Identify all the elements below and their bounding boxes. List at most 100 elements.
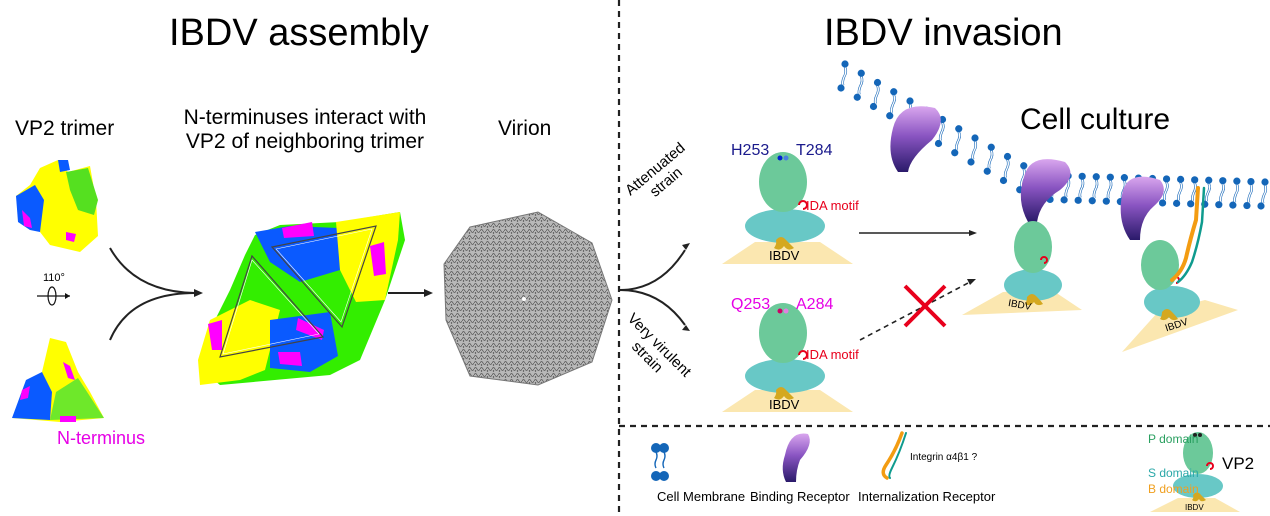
lipid-head [1020,162,1028,170]
lipid-tail [890,94,896,113]
virion-label: Virion [498,117,552,140]
lipid-head [1187,200,1195,208]
lipid-head [1261,178,1269,186]
attenuated-ibdv-label: IBDV [769,248,800,263]
lipid-head [886,112,894,120]
integrin-internalization-receptor [1170,186,1206,284]
lipid-head [1003,152,1012,161]
lipid-tail [873,85,880,104]
legend-binding-receptor-label: Binding Receptor [750,489,850,504]
assembly-title: IBDV assembly [169,12,429,54]
virulent-blocked-arrow [859,281,971,341]
lipid-tail [841,66,848,86]
bound-vp2-1 [962,221,1082,315]
cell-membrane [837,60,1269,210]
rotation-label: 110° [43,272,65,284]
lipid-head [906,97,914,105]
lipid-head [1205,176,1213,184]
legend-s-domain-label: S domain [1148,466,1199,480]
lipid-head [1191,176,1199,184]
lipid-head [1074,196,1082,204]
lipid-head [1158,199,1167,207]
blocked-x-icon [903,284,947,328]
trimer-lattice [198,212,405,385]
lipid-tail [987,150,994,169]
virulent-ida-motif-label: IDA motif [806,347,859,362]
legend-integrin-icon [881,431,907,480]
lipid-head [955,125,963,133]
lipid-head [890,88,898,96]
interaction-label-line1: N-terminuses interact with [183,106,427,129]
lipid-tail [955,131,961,150]
lipid-tail [1162,181,1169,201]
lipid-head [983,167,991,175]
lipid-head [1120,174,1128,182]
lipid-head [1060,196,1068,204]
interaction-label-line2: VP2 of neighboring trimer [185,130,425,153]
lipid-tail [1247,184,1254,203]
legend-internalization-receptor-label: Internalization Receptor [858,489,996,504]
lipid-head [1229,201,1237,209]
residue-a284: A284 [796,296,834,313]
lipid-head [841,60,849,68]
residue-h253: H253 [731,142,770,159]
lipid-head [837,84,845,92]
legend-cell-membrane-label: Cell Membrane [657,489,746,504]
lipid-tail [1219,183,1225,202]
lipid-head [1078,172,1086,180]
lipid-head [1177,175,1185,183]
lipid-tail [1078,179,1085,198]
lipid-head [873,78,882,87]
lipid-tail [1205,183,1211,202]
lipid-tail [1191,182,1197,201]
vp2-trimer-label: VP2 trimer [15,117,115,140]
lipid-head [1102,197,1110,205]
lipid-head [1233,177,1241,185]
vp2-trimer-top-view [12,338,104,422]
lipid-head [853,93,861,101]
lipid-tail [1092,179,1099,198]
strain-branch-arrows [619,249,686,326]
interaction-label: N-terminuses interact with VP2 of neighb… [160,106,450,154]
merge-arrowhead [194,289,203,297]
binding-receptor-bound-1 [1020,159,1071,222]
lipid-head [1243,201,1251,210]
residue-q253: Q253 [731,296,771,313]
legend-b-domain-label: B domain [1148,482,1199,496]
lipid-head [1215,201,1223,209]
lipid-head [1162,175,1171,183]
lipid-tail [938,122,945,141]
legend-vp2-ibdv-label: IBDV [1185,503,1204,512]
lipid-head [934,139,943,148]
lipid-tail [1106,180,1113,199]
lipid-head [1247,177,1255,186]
binding-receptor-bound-2 [1120,176,1164,240]
invasion-title: IBDV invasion [824,12,1063,54]
legend-integrin-label: Integrin α4β1 ? [910,452,978,463]
lipid-tail [857,76,864,95]
lipid-head [987,143,995,151]
attenuated-ida-motif-label: IDA motif [806,198,859,213]
legend-binding-receptor-icon [782,433,810,482]
legend-vp2-icon [1150,432,1240,512]
binding-receptor-free [890,106,941,172]
lipid-head [1106,173,1114,181]
lipid-head [1092,173,1100,181]
lipid-tail [1261,184,1268,204]
lipid-tail [1003,159,1010,178]
legend-vp2-title: VP2 [1222,454,1255,473]
lipid-head [869,102,878,111]
very-virulent-vp2 [722,303,853,412]
n-terminus-label: N-terminus [57,428,146,448]
attenuated-vp2 [722,152,853,264]
legend-p-domain-label: P domain [1148,432,1199,446]
lipid-tail [1064,178,1071,197]
lipid-head [951,149,959,157]
lipid-head [967,158,975,166]
residue-t284: T284 [796,142,833,159]
lipid-tail [1177,182,1183,201]
lipid-head [1173,199,1181,207]
bound-vp2-2 [1122,240,1238,352]
lipid-tail [971,140,978,160]
